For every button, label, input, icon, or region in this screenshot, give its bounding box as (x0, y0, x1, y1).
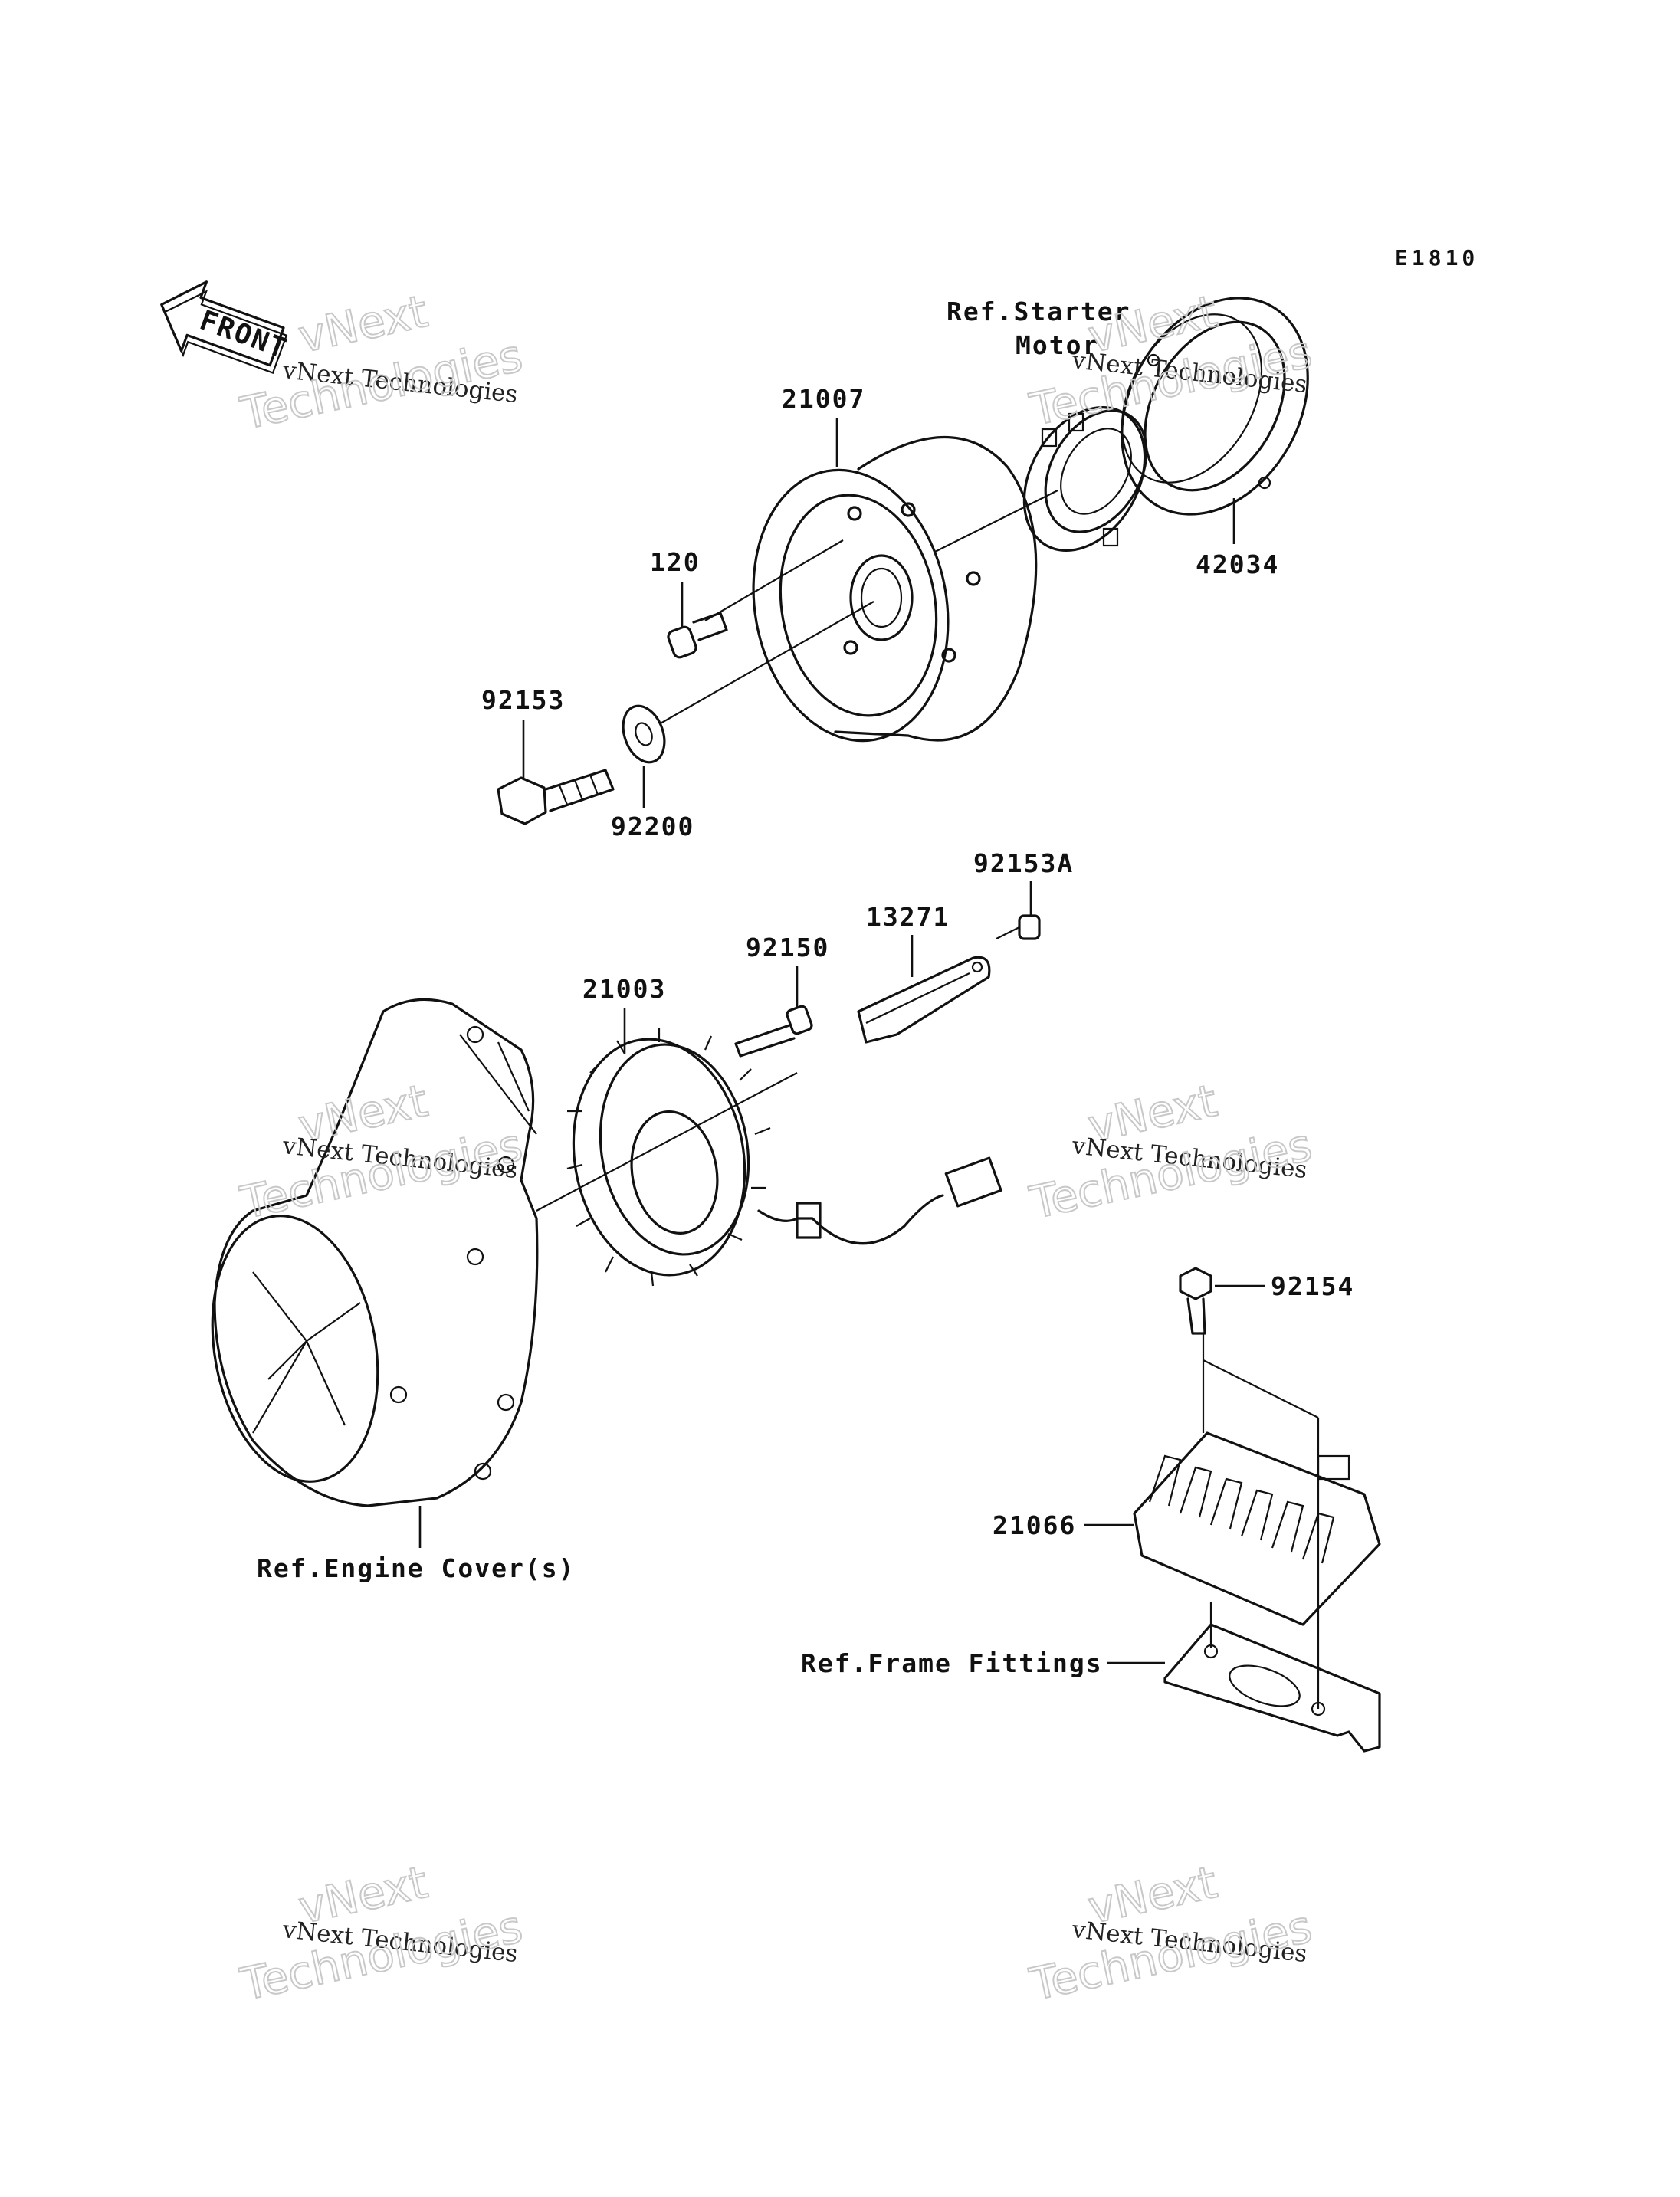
watermark-middle-left: vNext vNext Technologies Technologies (235, 1074, 528, 1230)
leader-lines (418, 418, 1265, 1664)
label-ref-starter-line1: Ref.Starter (947, 297, 1131, 326)
watermark-bottom-right: vNext vNext Technologies Technologies (1025, 1855, 1317, 2012)
label-120: 120 (650, 547, 701, 577)
label-92153a: 92153A (973, 848, 1074, 878)
label-13271: 13271 (866, 902, 950, 932)
label-21003: 21003 (582, 974, 666, 1004)
starter-clutch-ring (1121, 297, 1309, 516)
watermark-middle-right: vNext vNext Technologies Technologies (1025, 1074, 1317, 1230)
regulator-bolt-92154 (1179, 1267, 1212, 1335)
starter-clutch-cage (1022, 405, 1148, 553)
label-92200: 92200 (611, 812, 694, 841)
label-ref-engine-cover: Ref.Engine Cover(s) (257, 1553, 576, 1583)
wire-plate-13271 (857, 956, 991, 1044)
bolt-120 (667, 612, 728, 659)
label-21007: 21007 (782, 384, 865, 414)
stator-coil (566, 1028, 1002, 1287)
flywheel-rotor (752, 435, 1038, 743)
label-ref-starter-line2: Motor (1016, 330, 1099, 360)
label-92154: 92154 (1271, 1271, 1354, 1301)
front-arrow-icon: FRONT (160, 280, 291, 374)
label-92150: 92150 (746, 933, 829, 962)
washer-92200 (622, 704, 666, 764)
label-92153: 92153 (481, 685, 565, 715)
label-ref-frame-fittings: Ref.Frame Fittings (801, 1648, 1103, 1678)
label-21066: 21066 (993, 1510, 1076, 1540)
label-42034: 42034 (1196, 549, 1279, 579)
watermark-bottom-left: vNext vNext Technologies Technologies (235, 1855, 528, 2012)
diagram-code: E1810 (1395, 245, 1478, 271)
engine-cover (211, 998, 539, 1507)
frame-bracket (1163, 1623, 1381, 1753)
regulator-guide-lines (1202, 1333, 1320, 1709)
bolt-92153a (996, 914, 1041, 940)
regulator-rectifier (1133, 1431, 1381, 1626)
flywheel-bolt-92153 (497, 769, 615, 825)
stator-bolt-92150 (734, 1005, 813, 1058)
